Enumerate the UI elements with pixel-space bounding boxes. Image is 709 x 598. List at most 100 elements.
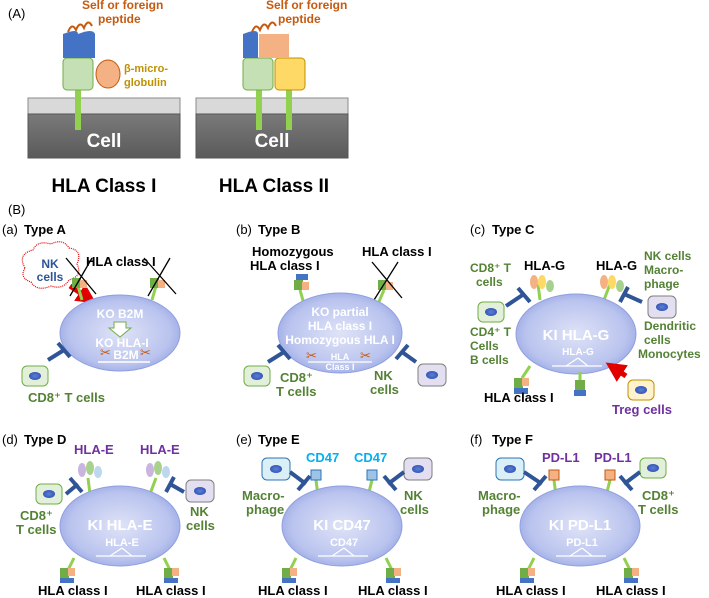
nk-macro-label-2: Macro-: [644, 263, 683, 277]
hla-class-i-label-d2: HLA class I: [136, 583, 206, 598]
hla-class-i-label-a: HLA class I: [86, 254, 156, 269]
homozygous-label-1: Homozygous: [252, 244, 334, 259]
nucleus-icon: [194, 487, 206, 495]
transmembrane-icon: [75, 90, 81, 130]
nucleus-icon: [270, 465, 282, 473]
alpha3-domain-icon: [62, 57, 94, 91]
membrane-icon: [195, 97, 349, 115]
hla-g-molecule-icon: [608, 275, 616, 289]
alpha1-domain-icon: [243, 31, 258, 58]
gene-insert-icon: [581, 547, 593, 557]
nucleus-icon: [504, 465, 516, 473]
nk-label-a2: cells: [37, 270, 64, 284]
gene-insert-icon: [577, 357, 589, 367]
cd8-label-c1: CD8⁺ T: [470, 261, 512, 275]
hla-g-stalk-icon: [536, 283, 542, 301]
nk-cloud-icon: [21, 241, 80, 289]
hla-molecule-icon: [290, 568, 297, 576]
hla-class-ii-title: HLA Class II: [219, 176, 329, 197]
hla-molecule-icon: [80, 280, 87, 288]
peptide-icon: [67, 21, 93, 33]
inhibit-bar-icon: [164, 476, 176, 493]
gene-insert-icon: [331, 547, 345, 557]
cd8-label-a: CD8⁺ T cells: [28, 390, 105, 405]
pd-l1-label-1: PD-L1: [542, 450, 580, 465]
nk-label-b2: cells: [370, 382, 399, 397]
peptide-label-2b: peptide: [278, 12, 321, 26]
hla-molecule-icon: [624, 578, 638, 583]
cross-icon: [373, 261, 399, 301]
nucleus-icon: [251, 372, 263, 380]
type-b-title: Type B: [258, 222, 300, 237]
panel-b-label: (B): [8, 202, 25, 217]
hla-molecule-icon: [68, 568, 75, 576]
hla-e-molecule-icon: [146, 463, 154, 477]
peptide-icon: [251, 21, 277, 33]
cell-b-icon: [277, 292, 403, 374]
panel-type-e: (e) Type E CD47 CD47 Macro- phage NK cel…: [236, 432, 433, 598]
type-e-title: Type E: [258, 432, 300, 447]
hla-g-molecule-icon: [600, 275, 608, 289]
nk-macro-label-3: phage: [644, 277, 680, 291]
activation-arrow-icon: [605, 362, 628, 382]
hla-molecule-icon: [378, 280, 387, 290]
hla-molecule-icon: [574, 390, 586, 396]
hla-e-label-1: HLA-E: [74, 442, 114, 457]
hla-molecule-icon: [72, 278, 81, 288]
hla-class-i-label-e1: HLA class I: [258, 583, 328, 598]
hla-g-molecule-icon: [538, 275, 546, 289]
hla-molecule-icon: [386, 578, 400, 583]
scissors-icon: ✂: [306, 348, 317, 363]
inhibit-icon: [504, 292, 526, 308]
macrophage-label-e1: Macro-: [242, 488, 285, 503]
hla-molecule-icon: [522, 378, 529, 386]
hla-class-i-label-e2: HLA class I: [358, 583, 428, 598]
hla-class-i-structure: Cell Self or foreign peptide β-micro- gl…: [27, 0, 181, 159]
tag-f: (f): [470, 432, 482, 447]
hla-molecule-icon: [514, 378, 523, 388]
gene-label-e: CD47: [330, 537, 358, 549]
inhibit-bar-icon: [618, 286, 630, 303]
tag-d: (d): [2, 432, 18, 447]
hla-e-molecule-icon: [154, 461, 162, 475]
cd8-label-b1: CD8⁺: [280, 370, 313, 385]
pd-l1-molecule-icon: [548, 469, 560, 481]
hla-molecule-icon: [60, 578, 74, 583]
cd4-label-3: B cells: [470, 353, 509, 367]
inhibit-icon: [169, 482, 185, 494]
tag-b: (b): [236, 222, 252, 237]
alpha1-domain-icon: [63, 31, 78, 58]
tag-e: (e): [236, 432, 252, 447]
type-f-title: Type F: [492, 432, 533, 447]
homozygous-label-2: HLA class I: [250, 258, 320, 273]
cd4-label-1: CD4⁺ T: [470, 325, 512, 339]
hla-molecule-icon: [520, 568, 529, 578]
ki-cd47-label: KI CD47: [313, 517, 371, 534]
nk-label-e1: NK: [404, 488, 423, 503]
cd8-label-f2: T cells: [638, 502, 678, 517]
hla-class-i-label-b: HLA class I: [362, 244, 432, 259]
ki-hla-e-label: KI HLA-E: [88, 517, 153, 534]
gene-label-b1: HLA: [331, 352, 350, 362]
hla-g-label-1: HLA-G: [524, 258, 565, 273]
inhibit-bar-icon: [276, 343, 292, 361]
hla-class-i-label-f2: HLA class I: [596, 583, 666, 598]
b2m-label-b: globulin: [124, 77, 167, 89]
hla-molecule-icon: [164, 568, 173, 578]
hla-molecule-icon: [294, 280, 303, 290]
hla-e-label-2: HLA-E: [140, 442, 180, 457]
nucleus-icon: [29, 372, 41, 380]
peptide-label-1b: peptide: [98, 12, 141, 26]
cd8-label-b2: T cells: [276, 384, 316, 399]
hla-molecule-icon: [514, 388, 528, 394]
hla-g-molecule-icon: [530, 275, 538, 289]
hla-molecule-icon: [158, 280, 165, 288]
down-arrow-icon: [107, 321, 133, 338]
hla-class-ii-structure: Cell Self or foreign peptide: [195, 0, 349, 159]
panel-a-label: (A): [8, 6, 25, 21]
dc-label-3: Monocytes: [638, 347, 701, 361]
ko-partial-label-1: KO partial: [311, 305, 368, 319]
gene-label-f: PD-L1: [566, 537, 598, 549]
ki-pd-l1-label: KI PD-L1: [549, 517, 612, 534]
b2m-label-a: β-micro-: [124, 63, 168, 75]
